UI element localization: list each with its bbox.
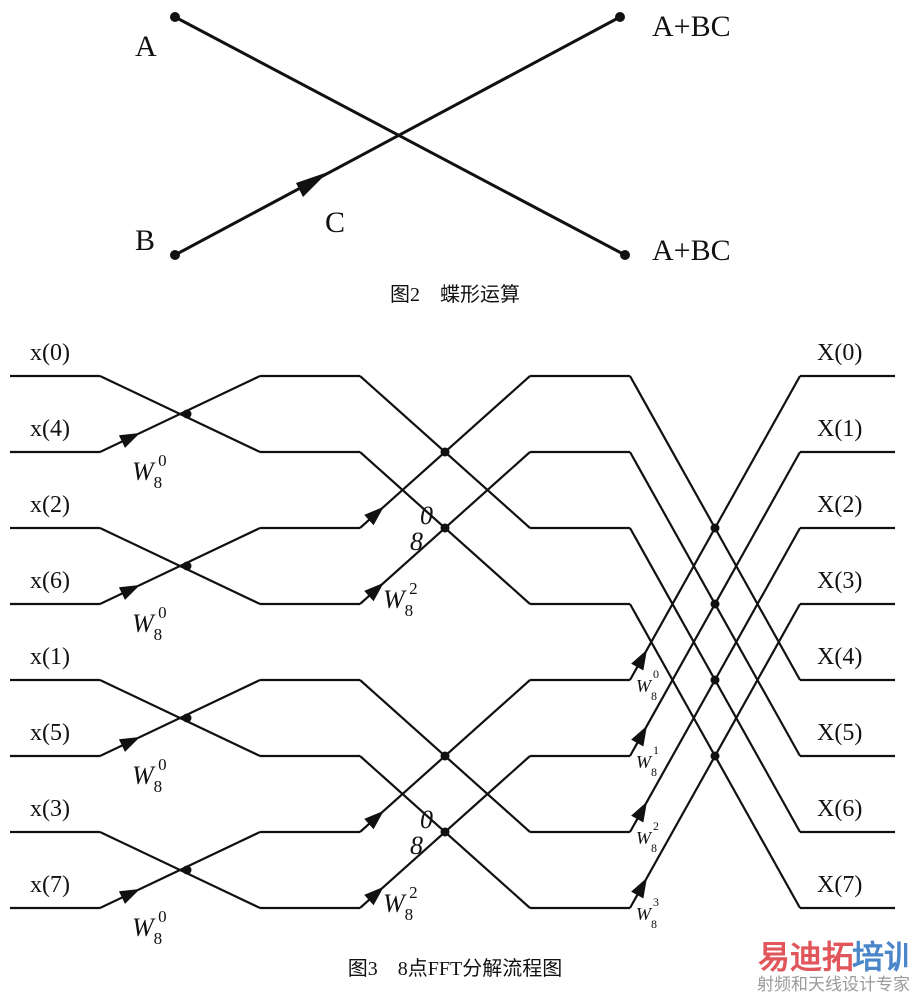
butterfly-node [440, 827, 450, 837]
node-out-bottom [620, 250, 630, 260]
input-label: x(4) [30, 416, 70, 442]
twiddle-factor-label: W80 [132, 603, 167, 644]
label-b: B [135, 224, 155, 257]
twiddle-subscript: 8 [410, 527, 423, 556]
arrow-icon [364, 810, 384, 830]
node-out-top [615, 12, 625, 22]
butterfly-node [710, 675, 720, 685]
input-label: x(1) [30, 644, 70, 670]
label-output-bottom: A+BC [652, 234, 731, 267]
watermark-brand-1: 易迪拓 [758, 939, 854, 975]
arrow-icon [364, 506, 384, 526]
butterfly-node [182, 409, 192, 419]
butterfly-node [710, 599, 720, 609]
butterfly-figure [174, 15, 626, 257]
figure3-caption: 图3 8点FFT分解流程图 [348, 957, 562, 980]
node-b [170, 250, 180, 260]
output-label: X(4) [817, 644, 862, 670]
input-label: x(0) [30, 340, 70, 366]
node-a [170, 12, 180, 22]
output-label: X(6) [817, 796, 862, 822]
fft-network [10, 374, 895, 910]
label-c: C [325, 206, 345, 239]
arrow-icon [118, 585, 140, 600]
output-label: X(5) [817, 720, 862, 746]
b-to-top-line [174, 15, 621, 257]
arrow-icon [118, 737, 140, 752]
twiddle-factor-label: W80 [132, 755, 167, 796]
output-label: X(7) [817, 872, 862, 898]
input-label: x(3) [30, 796, 70, 822]
input-label: x(7) [30, 872, 70, 898]
twiddle-factor-label: W82 [383, 883, 418, 924]
input-label: x(2) [30, 492, 70, 518]
butterfly-node [440, 523, 450, 533]
arrow-icon [118, 433, 140, 448]
twiddle-factor-label: W82 [636, 819, 659, 855]
arrow-icon [631, 649, 647, 671]
butterfly-node [710, 523, 720, 533]
arrow-icon [631, 877, 647, 899]
twiddle-subscript: 8 [410, 831, 423, 860]
output-label: X(1) [817, 416, 862, 442]
twiddle-factor-label: W81 [636, 743, 659, 779]
output-label: X(2) [817, 492, 862, 518]
twiddle-factor-label: W80 [132, 451, 167, 492]
arrow-icon [631, 801, 647, 823]
fft-labels: x(0) X(0) x(4) X(1) x(2) X(2) x(6) X(3) x(1) X(4)… [30, 340, 862, 948]
figure2-caption: 图2 蝶形运算 [390, 283, 520, 306]
label-a: A [135, 30, 157, 63]
fft-nodes [118, 409, 720, 906]
twiddle-factor-label: W82 [383, 579, 418, 620]
twiddle-factor-label: W80 [636, 667, 659, 703]
label-output-top: A+BC [652, 10, 731, 43]
twiddle-factor-label: W80 [132, 907, 167, 948]
butterfly-node [182, 865, 192, 875]
butterfly-node [182, 713, 192, 723]
output-label: X(0) [817, 340, 862, 366]
arrow-icon [118, 889, 140, 904]
butterfly-node [182, 561, 192, 571]
watermark-tagline: 射频和天线设计专家 [757, 975, 910, 994]
input-label: x(5) [30, 720, 70, 746]
butterfly-node [710, 751, 720, 761]
arrow-icon [364, 886, 384, 906]
twiddle-exponent: 0 [420, 805, 433, 834]
arrow-icon [364, 582, 384, 602]
twiddle-factor-label: W83 [636, 895, 659, 931]
arrow-icon [296, 172, 328, 197]
output-label: X(3) [817, 568, 862, 594]
butterfly-node [440, 447, 450, 457]
twiddle-exponent: 0 [420, 501, 433, 530]
input-label: x(6) [30, 568, 70, 594]
watermark: 易迪拓 培训 射频和天线设计专家 [757, 939, 910, 994]
butterfly-node [440, 751, 450, 761]
arrow-icon [631, 725, 647, 747]
watermark-brand-2: 培训 [852, 939, 910, 975]
